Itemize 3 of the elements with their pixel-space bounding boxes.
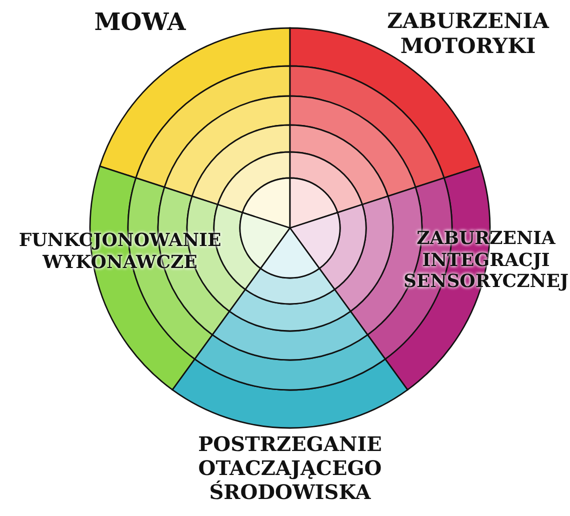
- sector-label: POSTRZEGANIE OTACZAJĄCEGO ŚRODOWISKA: [197, 432, 383, 504]
- sector-label: MOWA: [93, 8, 187, 37]
- sector-label: ZABURZENIA MOTORYKI: [386, 8, 550, 58]
